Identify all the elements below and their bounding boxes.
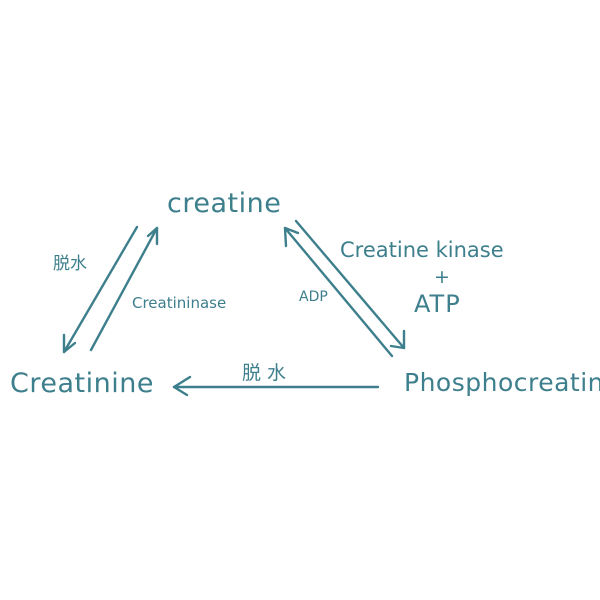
- arrow-phosphocreatine-to-creatine: [283, 226, 394, 358]
- label-plus: +: [434, 266, 450, 288]
- label-creatininase: Creatininase: [132, 294, 227, 312]
- arrow-creatinine-to-creatine: [89, 226, 159, 352]
- node-creatinine: Creatinine: [10, 368, 154, 399]
- arrow-creatine-to-creatinine: [62, 225, 139, 354]
- arrow-phosphocreatine-to-creatinine: [172, 375, 380, 397]
- arrow-creatine-to-phosphocreatine: [294, 219, 406, 350]
- label-adp: ADP: [299, 289, 328, 305]
- node-creatine: creatine: [167, 188, 282, 219]
- label-creatine-kinase: Creatine kinase: [340, 238, 504, 262]
- label-dehydration-bottom: 脱水: [242, 362, 293, 384]
- label-atp: ATP: [414, 290, 461, 318]
- label-dehydration-left: 脱水: [53, 254, 87, 274]
- node-phosphocreatine: Phosphocreatine: [404, 368, 600, 397]
